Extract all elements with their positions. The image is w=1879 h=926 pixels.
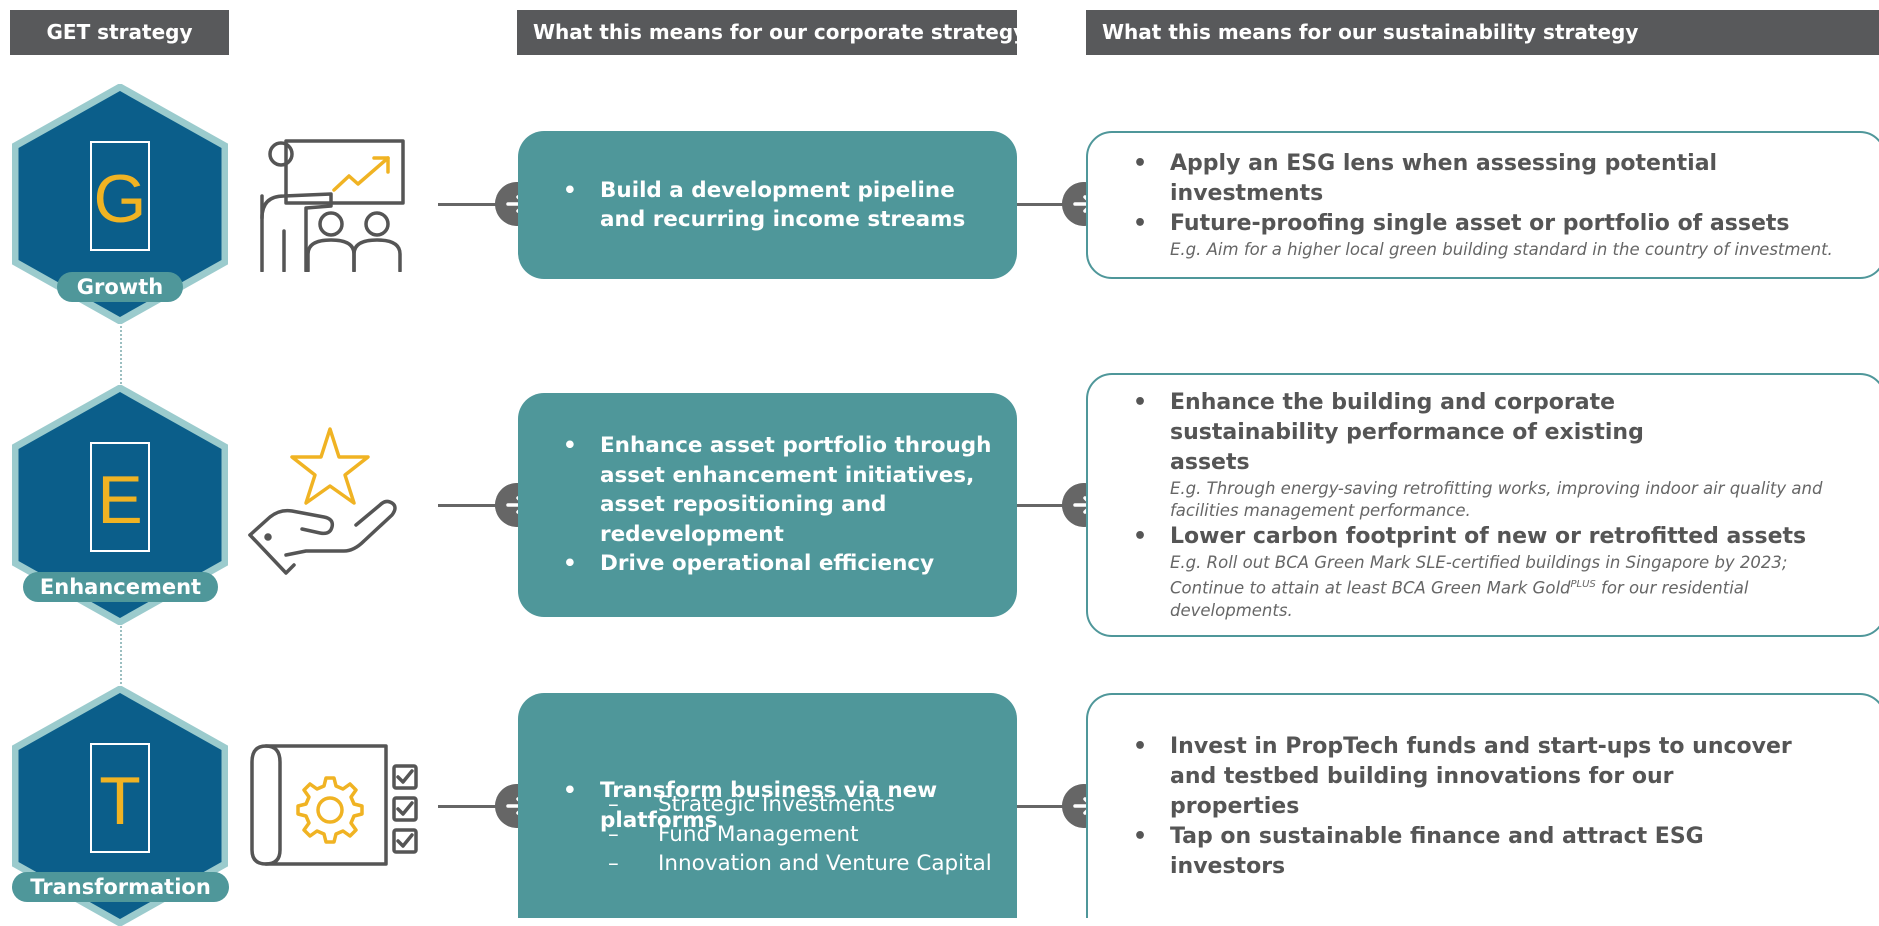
subitem: Innovation and Venture Capital — [563, 849, 992, 879]
corporate-point: Build a development pipeline and recurri… — [563, 176, 997, 235]
hex-letter-e: E — [97, 462, 142, 538]
header-get-strategy: GET strategy — [10, 10, 229, 55]
corporate-box-growth: Build a development pipeline and recurri… — [518, 131, 1017, 279]
corporate-subitems: Strategic Investments Fund Management In… — [563, 790, 992, 879]
hex-letter-t: T — [99, 763, 141, 839]
subitem: Fund Management — [563, 820, 992, 850]
corporate-point: Enhance asset portfolio through asset en… — [563, 431, 997, 549]
sustainability-point: Enhance the building and corporate susta… — [1133, 388, 1822, 522]
sustainability-point: Lower carbon footprint of new or retrofi… — [1133, 522, 1813, 622]
sustainability-box-enhancement: Enhance the building and corporate susta… — [1086, 373, 1879, 637]
corporate-box-enhancement: Enhance asset portfolio through asset en… — [518, 393, 1017, 617]
connector-line — [438, 504, 498, 507]
example-text: E.g. Through energy-saving retrofitting … — [1170, 479, 1823, 521]
hexagon-e: E — [12, 385, 228, 625]
sustainability-point: Apply an ESG lens when assessing potenti… — [1133, 149, 1864, 209]
sustainability-point: Invest in PropTech funds and start-ups t… — [1133, 732, 1793, 822]
connector-line — [1017, 504, 1086, 507]
ribbon-transformation: Transformation — [12, 872, 229, 902]
example-text: E.g. Roll out BCA Green Mark SLE-certifi… — [1170, 553, 1788, 620]
connector-dots — [120, 322, 122, 388]
connector-dots — [120, 622, 122, 688]
sustainability-point: Tap on sustainable finance and attract E… — [1133, 822, 1793, 882]
header-corporate-strategy: What this means for our corporate strate… — [517, 10, 1026, 55]
connector-line — [438, 805, 498, 808]
example-text: E.g. Aim for a higher local green buildi… — [1170, 240, 1833, 259]
header-sustainability-strategy: What this means for our sustainability s… — [1086, 10, 1879, 55]
connector-line — [1017, 203, 1086, 206]
subitem: Strategic Investments — [563, 790, 992, 820]
presenter-with-growth-chart-icon — [260, 139, 405, 272]
sustainability-point: Future-proofing single asset or portfoli… — [1133, 209, 1864, 261]
sustainability-box-transformation: Invest in PropTech funds and start-ups t… — [1086, 693, 1879, 918]
ribbon-enhancement: Enhancement — [23, 572, 218, 602]
hand-holding-star-icon — [248, 427, 397, 575]
blueprint-gear-checklist-icon — [250, 744, 418, 866]
connector-line — [438, 203, 498, 206]
connector-line — [1017, 805, 1086, 808]
hex-letter-g: G — [94, 161, 147, 237]
hexagon-g: G — [12, 84, 228, 324]
ribbon-growth: Growth — [57, 272, 183, 302]
sustainability-box-growth: Apply an ESG lens when assessing potenti… — [1086, 131, 1879, 279]
corporate-point: Drive operational efficiency — [563, 549, 997, 579]
